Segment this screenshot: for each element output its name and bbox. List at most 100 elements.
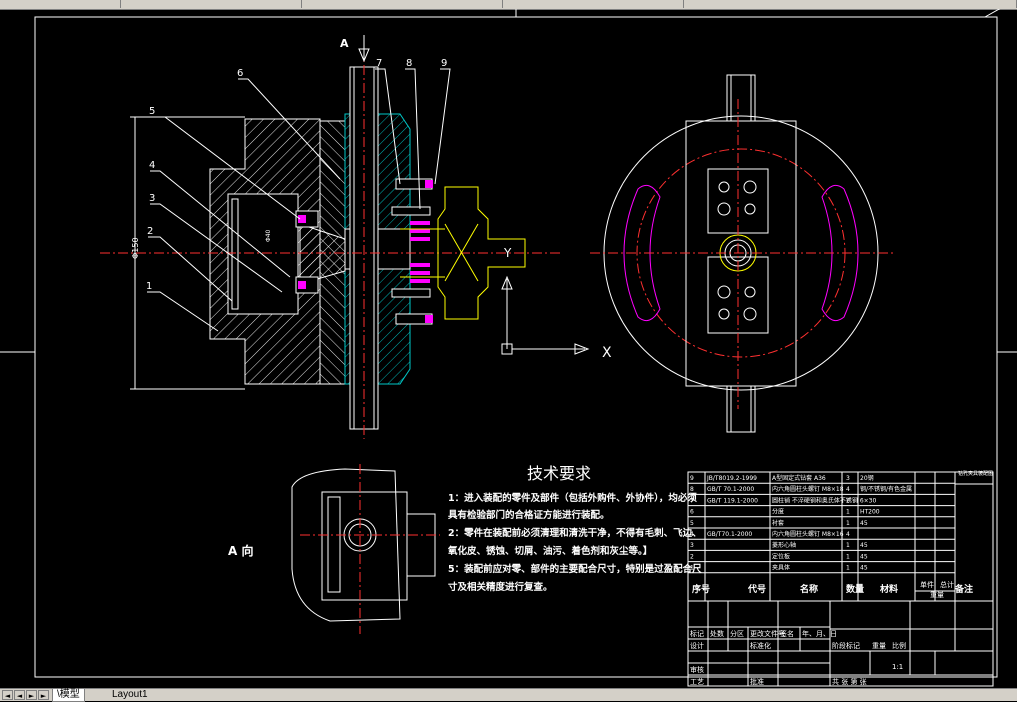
title-block: [687, 600, 994, 687]
bom-cell-qty: 4: [846, 531, 850, 538]
bom-header-single: 单件: [920, 580, 934, 589]
toolbar-segment: [121, 0, 302, 8]
bom-header-name: 名称: [800, 583, 818, 595]
tb-design: 设计: [690, 641, 704, 650]
bom-cell-code: GB/T70.1-2000: [707, 531, 752, 538]
bom-cell-qty: 1: [846, 509, 850, 516]
view-a-label: A 向: [228, 543, 253, 558]
tech-line-5: 5：装配前应对零、部件的主要配合尺寸，特别是过盈配合尺: [448, 563, 702, 575]
drawing-frame: [0, 9, 1017, 678]
tech-title: 技术要求: [527, 464, 591, 483]
nav-next-button[interactable]: ►: [26, 690, 37, 700]
toolbar-segment: [302, 0, 503, 8]
view-a: [291, 464, 440, 634]
bom-cell-qty: 4: [846, 486, 850, 493]
tech-line-1: 1：进入装配的零件及部件（包括外购件、外协件），均必须: [448, 492, 697, 504]
bom-cell-no: 8: [690, 486, 694, 493]
bom-cell-code: JB/T8019.2-1999: [706, 475, 757, 482]
bom-cell-name: 衬套: [772, 519, 784, 527]
callout-9: 9: [441, 58, 447, 69]
side-view: [590, 74, 895, 433]
layout-tab-bar: ◄ ◄ ► ► \模型 Layout1: [0, 688, 1017, 702]
bom-cell-name: 圆柱销 不淬硬钢和奥氏体不锈钢 6×30: [772, 496, 876, 504]
bom-corner-title: 钻孔夹具装配图: [958, 470, 993, 477]
tb-count: 处数: [710, 629, 724, 638]
tb-approve: 批准: [750, 677, 764, 686]
callout-2: 2: [147, 226, 153, 237]
section-label-a: A: [340, 37, 349, 50]
bom-header-no: 序号: [692, 583, 710, 595]
tb-stage: 阶段标记: [832, 641, 860, 650]
bom-cell-qty: 2: [846, 497, 850, 504]
tech-line-6: 寸及相关精度进行复查。: [448, 581, 553, 593]
nav-last-button[interactable]: ►: [38, 690, 49, 700]
tb-mark: 标记: [690, 629, 704, 638]
section-arrow: [358, 35, 370, 63]
bom-cell-no: 2: [690, 553, 694, 560]
cad-drawing-canvas[interactable]: Φ150 Φ40: [0, 9, 1017, 688]
bom-cell-no: 4: [690, 531, 694, 538]
tb-standard: 标准化: [750, 641, 771, 650]
tb-scale-value: 1:1: [892, 663, 903, 671]
toolbar-segment: [0, 0, 121, 8]
bom-cell-code: GB/T 70.1-2000: [707, 486, 754, 493]
callout-8: 8: [406, 58, 412, 69]
bom-cell-name: A型固定式钻套 A36: [772, 474, 826, 482]
tech-line-4: 氧化皮、锈蚀、切屑、油污、着色剂和灰尘等。】: [447, 545, 652, 557]
tb-craft: 工艺: [690, 678, 704, 686]
callout-7: 7: [376, 58, 382, 69]
nav-prev-button[interactable]: ◄: [14, 690, 25, 700]
tech-line-2: 具有检验部门的合格证方能进行装配。: [447, 509, 610, 521]
bom-cell-no: 3: [690, 542, 694, 549]
bom-cell-mat: 45: [860, 520, 868, 527]
bom-header-total: 总计: [940, 580, 954, 589]
bom-cell-name: 分度: [772, 508, 784, 516]
callout-3: 3: [149, 193, 155, 204]
bom-cell-no: 1: [690, 565, 694, 572]
bom-cell-mat: 钢/不锈钢/有色金属: [860, 485, 912, 493]
bom-cell-mat: HT200: [860, 509, 880, 516]
bom-cell-qty: 1: [846, 553, 850, 560]
axis-x-label: X: [602, 345, 612, 361]
tab-model[interactable]: \模型: [52, 689, 85, 702]
callout-1: 1: [146, 281, 152, 292]
bom-cell-no: 9: [690, 475, 694, 482]
callout-leaders: [147, 68, 451, 332]
dimension-40: Φ40: [265, 229, 272, 242]
axis-y-label: Y: [503, 246, 512, 260]
tb-review: 审核: [690, 665, 704, 674]
bom-cell-no: 5: [690, 520, 694, 527]
tab-layout1[interactable]: Layout1: [112, 689, 148, 700]
tb-scale: 比例: [892, 641, 906, 650]
bom-cell-no: 6: [690, 509, 694, 516]
ucs-icon: [501, 275, 590, 355]
bom-cell-qty: 1: [846, 565, 850, 572]
bom-cell-qty: 3: [846, 475, 850, 482]
bom-cell-mat: 45: [860, 553, 868, 560]
bom-cell-name: 菱形心轴: [772, 541, 796, 549]
bom-cell-mat: 45: [860, 565, 868, 572]
callout-4: 4: [149, 160, 155, 171]
bom-table-text: 9 JB/T8019.2-1999 A型固定式钻套 A36 3 20钢 8 GB/T 70.…: [690, 474, 912, 572]
bom-cell-qty: 1: [846, 520, 850, 527]
bom-header-code: 代号: [747, 583, 766, 595]
bom-cell-code: GB/T 119.1-2000: [707, 497, 758, 504]
bom-cell-name: 夹具体: [772, 564, 790, 572]
bom-cell-mat: 45: [860, 542, 868, 549]
tb-date: 年、月、日: [802, 629, 837, 638]
tb-sheets: 共 张 第 张: [832, 677, 867, 686]
tech-line-3: 2：零件在装配前必须清理和清洗干净，不得有毛刺、飞边、: [448, 527, 702, 539]
bom-cell-name: 内六角圆柱头螺钉 M8×18: [772, 485, 844, 493]
bom-cell-name: 内六角圆柱头螺钉 M8×16: [772, 530, 844, 538]
bom-cell-qty: 1: [846, 542, 850, 549]
tb-change-file: 更改文件号: [750, 629, 785, 638]
callout-6: 6: [237, 68, 243, 79]
nav-first-button[interactable]: ◄: [2, 690, 13, 700]
bom-cell-no: 7: [690, 497, 694, 504]
toolbar-segment: [684, 0, 1017, 8]
tb-weight: 重量: [872, 642, 886, 650]
bom-header-mat: 材料: [879, 583, 898, 595]
bom-cell-name: 定位板: [772, 552, 790, 560]
bom-cell-mat: 20钢: [860, 474, 874, 482]
bom-header-note: 备注: [954, 583, 973, 595]
